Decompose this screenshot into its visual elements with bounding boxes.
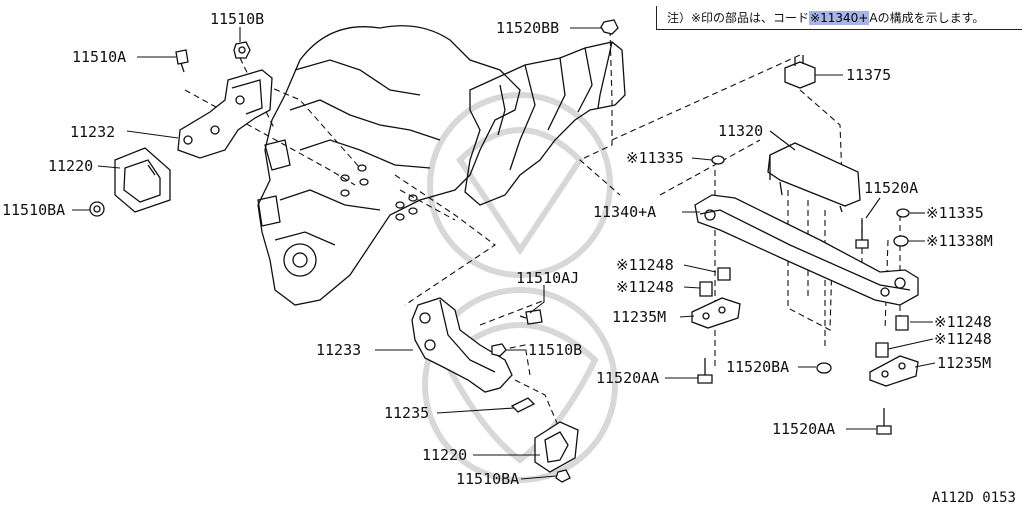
- label-11520A: 11520A: [864, 179, 918, 197]
- label-11335-b: ※11335: [926, 204, 984, 222]
- label-11520BB: 11520BB: [496, 19, 559, 37]
- label-11520BA: 11520BA: [726, 358, 789, 376]
- label-11248-c: ※11248: [934, 313, 992, 331]
- washer-11335-a: [711, 155, 725, 165]
- bushing-11248-b: [699, 281, 713, 297]
- label-11510BA-top: 11510BA: [2, 201, 65, 219]
- engine-block: [257, 25, 521, 306]
- note-box: 注）※印の部品は、コード※11340+Aの構成を示します。: [656, 6, 1022, 30]
- label-11248-b: ※11248: [616, 278, 674, 296]
- label-11510BA-bottom: 11510BA: [456, 470, 519, 488]
- note-suffix: Aの構成を示します。: [869, 11, 985, 25]
- insulator-11220-bottom: [534, 421, 579, 473]
- label-11520AA-left: 11520AA: [596, 369, 659, 387]
- label-11340A: 11340+A: [593, 203, 656, 221]
- label-11232: 11232: [70, 123, 115, 141]
- part-labels: 11510B 11510A 11232 11220 11510BA 11520B…: [2, 10, 993, 488]
- nut-11510BA-top: [89, 201, 105, 217]
- label-11320: 11320: [718, 122, 763, 140]
- crossmember-11340A: [694, 194, 919, 306]
- label-11510A-top: 11510A: [72, 48, 126, 66]
- note-prefix: 注）※印の部品は、コード: [667, 11, 810, 25]
- label-11375: 11375: [846, 66, 891, 84]
- bolt-11510A: [175, 49, 189, 73]
- label-11520AA-right: 11520AA: [772, 420, 835, 438]
- label-11235M-left: 11235M: [612, 308, 666, 326]
- bracket-11320: [767, 142, 861, 213]
- washer-11335-b: [896, 208, 910, 218]
- label-11220-bottom: 11220: [422, 446, 467, 464]
- bolt-11520A: [855, 220, 869, 249]
- transmission: [464, 41, 626, 206]
- nut-11510B-mid: [491, 343, 507, 357]
- insulator-11220-top: [114, 147, 171, 213]
- bolt-11520AA-left: [697, 358, 713, 384]
- bracket-11232: [177, 69, 273, 159]
- bracket-11233: [411, 297, 513, 393]
- bushing-11248-a: [717, 267, 731, 281]
- bushing-11248-d: [875, 342, 889, 358]
- nut-11520BB: [600, 19, 619, 35]
- label-11233: 11233: [316, 341, 361, 359]
- mount-holes: [340, 164, 418, 221]
- nut-11510B-top: [233, 41, 251, 59]
- bushing-11248-c: [895, 315, 909, 331]
- label-11338M: ※11338M: [926, 232, 993, 250]
- label-11510B-mid: 11510B: [528, 341, 582, 359]
- label-11510B-top: 11510B: [210, 10, 264, 28]
- diagram-code: A112D 0153: [931, 490, 1016, 506]
- bolt-11510AJ: [519, 309, 543, 325]
- nut-11520BA: [816, 362, 832, 374]
- label-11220-top: 11220: [48, 157, 93, 175]
- label-11235M-right: 11235M: [937, 354, 991, 372]
- watermark-emblem: [422, 92, 618, 483]
- bolt-11520AA-right: [876, 408, 892, 435]
- leader-lines: [72, 27, 936, 480]
- plate-11235M-left: [691, 297, 741, 329]
- nut-11510BA-bottom: [555, 469, 571, 483]
- insulator-11375: [784, 55, 816, 89]
- bushing-11338M: [893, 235, 909, 247]
- plate-11235M-right: [869, 355, 919, 387]
- note-highlight[interactable]: ※11340+: [809, 10, 870, 25]
- label-11248-a: ※11248: [616, 256, 674, 274]
- label-11248-d: ※11248: [934, 330, 992, 348]
- label-11335-a: ※11335: [626, 149, 684, 167]
- stopper-11235: [510, 397, 536, 413]
- label-11235: 11235: [384, 404, 429, 422]
- label-11510AJ: 11510AJ: [516, 269, 579, 287]
- alignment-lines: [184, 29, 901, 431]
